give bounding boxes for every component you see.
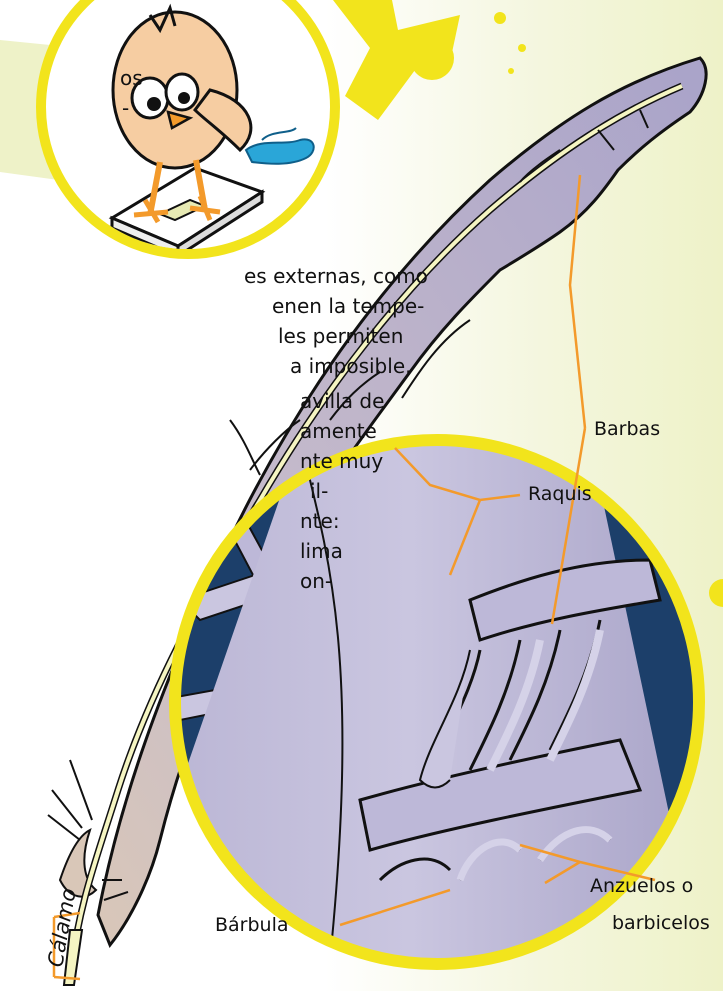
body-line-11: on- (300, 567, 332, 595)
label-barbula: Bárbula (215, 914, 289, 936)
label-anzuelos-line2: barbicelos (612, 912, 710, 934)
bird-vignette (41, 0, 335, 256)
fragment-top-line2: - (122, 94, 129, 122)
body-line-4: a imposible. (290, 352, 411, 380)
body-line-6: amente (300, 417, 377, 445)
body-line-2: enen la tempe- (272, 292, 424, 320)
body-line-7: nte muy (300, 447, 383, 475)
body-line-1: es externas, como (244, 262, 428, 290)
label-raquis: Raquis (528, 483, 592, 505)
label-anzuelos-line1: Anzuelos o (590, 875, 693, 897)
body-line-5: avilla de (300, 387, 384, 415)
fragment-top-line1: os (120, 64, 143, 92)
body-line-10: lima (300, 537, 343, 565)
body-line-3: les permiten (278, 322, 403, 350)
label-barbas: Barbas (594, 418, 660, 440)
body-line-8: il- (310, 477, 328, 505)
body-line-9: nte: (300, 507, 340, 535)
